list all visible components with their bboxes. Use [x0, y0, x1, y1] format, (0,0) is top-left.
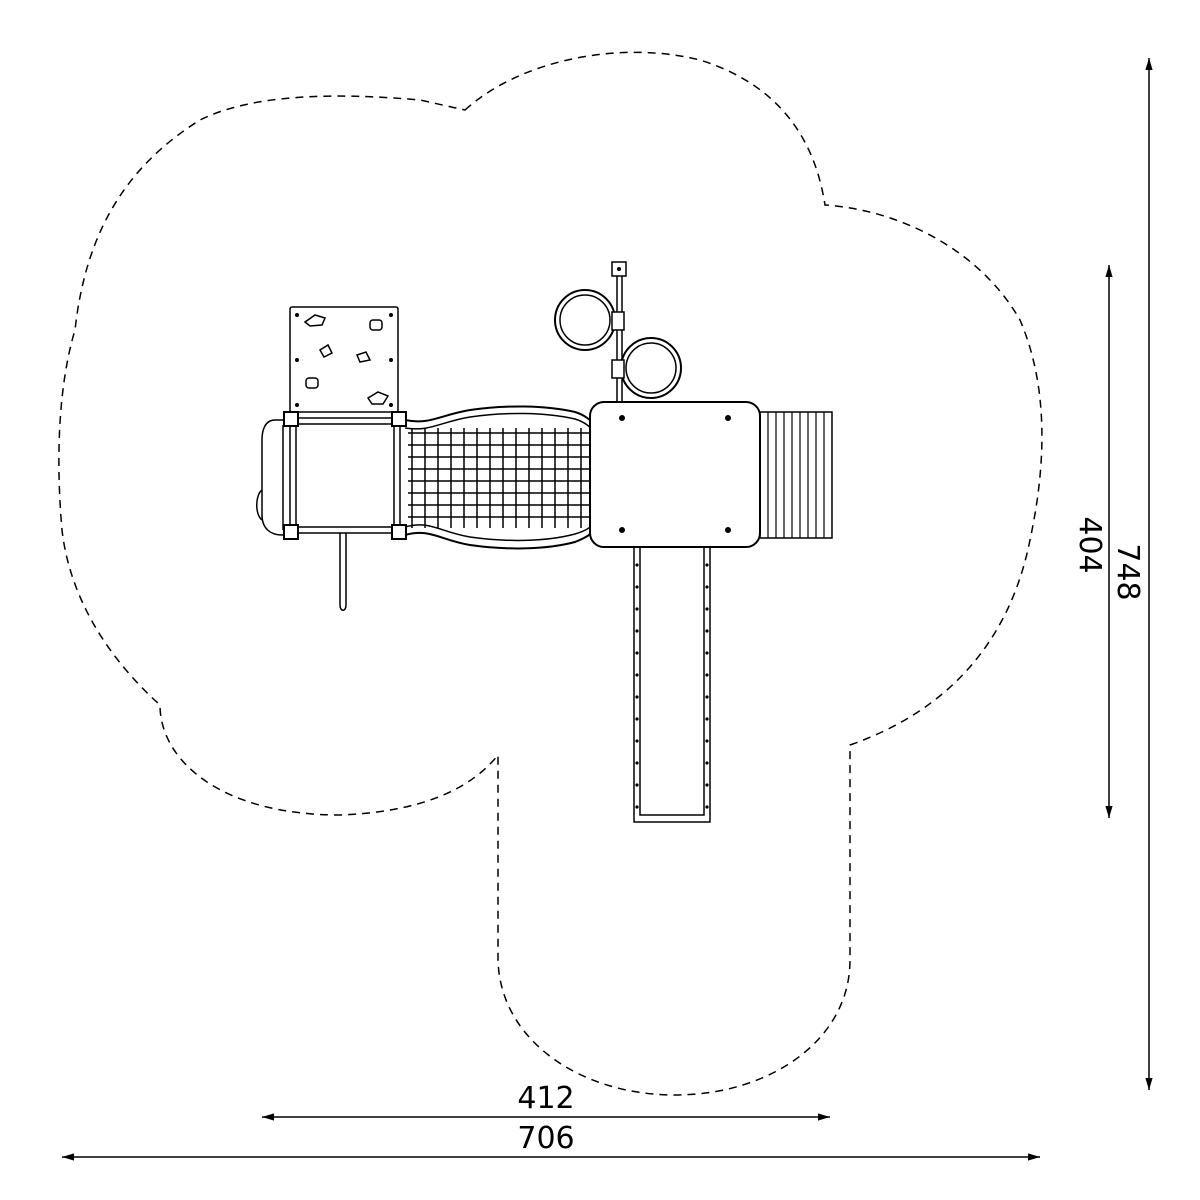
slide-bolt [705, 739, 709, 743]
slide-bolt [705, 783, 709, 787]
slide-bolt [705, 761, 709, 765]
slide-bolt [635, 739, 639, 743]
slide-bolt [705, 717, 709, 721]
slide-bolt [705, 695, 709, 699]
slide-bolt [705, 585, 709, 589]
slide-bolt [635, 585, 639, 589]
slide-bolt [635, 805, 639, 809]
slide-bolt [705, 607, 709, 611]
dimension-width-outer: 706 [62, 1121, 1040, 1161]
dimension-height-inner: 404 [1072, 265, 1113, 818]
net-bridge [404, 405, 596, 550]
slide-bolt [705, 563, 709, 567]
slide-bolt [635, 651, 639, 655]
climbing-wall [289, 306, 399, 413]
dimension-width-outer-label: 706 [517, 1121, 574, 1156]
slide-bolt [635, 607, 639, 611]
slide-bolt [635, 695, 639, 699]
safety-zone-outline [58, 51, 1043, 1096]
slide-bolt [705, 651, 709, 655]
slide-bolt [635, 783, 639, 787]
dimension-width-inner: 412 [262, 1081, 830, 1121]
slide-bolt [635, 761, 639, 765]
slide-bolt [705, 673, 709, 677]
slide-bolt [635, 629, 639, 633]
slide-bolt [635, 563, 639, 567]
slide-bolt [705, 629, 709, 633]
main-platform [589, 401, 761, 548]
dimension-height-inner-label: 404 [1072, 516, 1107, 573]
slide-bolt [635, 717, 639, 721]
dimension-width-inner-label: 412 [517, 1081, 574, 1116]
dimension-height-outer-label: 748 [1110, 543, 1145, 600]
left-platform [256, 411, 407, 611]
slide-bolt [635, 673, 639, 677]
slide-bolt [705, 805, 709, 809]
entry-steps [759, 411, 833, 539]
dimension-height-outer: 748 [1110, 58, 1153, 1090]
slide [633, 547, 711, 823]
ring-panel [554, 261, 682, 402]
